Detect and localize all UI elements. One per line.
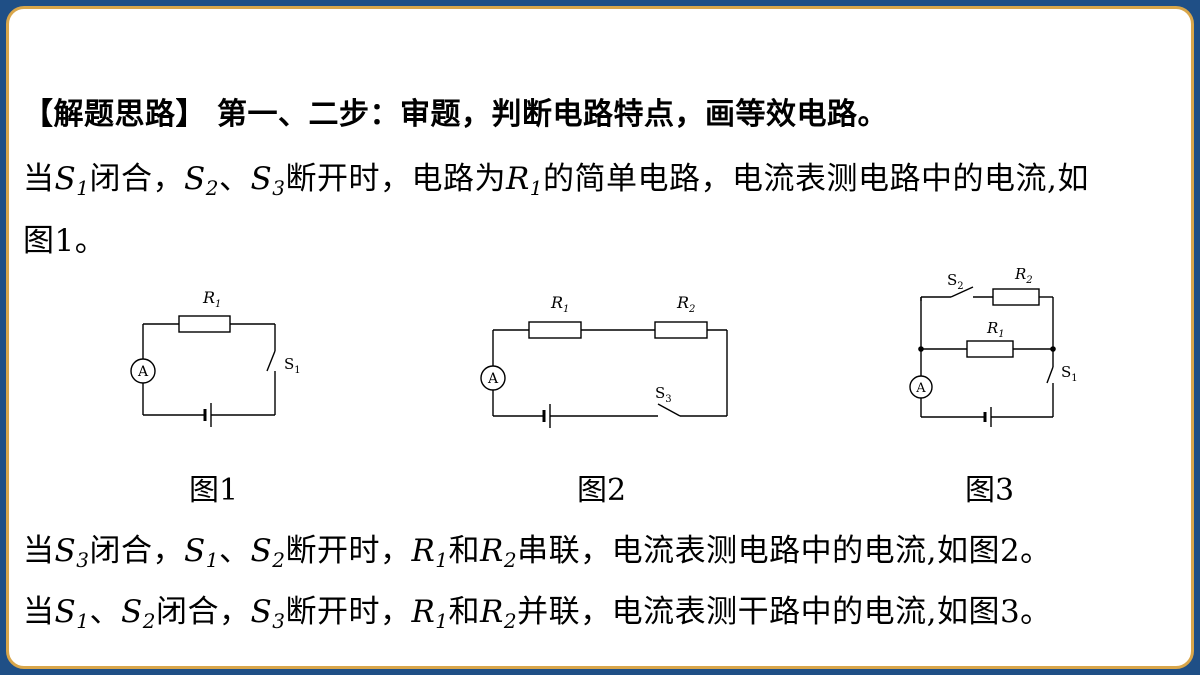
text: 、 — [218, 533, 251, 569]
resistor-r1 — [966, 340, 1014, 358]
text: 、 — [89, 594, 121, 630]
var-r2: R2 — [480, 594, 518, 633]
label-r1: R1 — [550, 293, 569, 315]
junction-left — [918, 346, 924, 352]
figure-1-caption: 图1 — [189, 473, 239, 508]
paragraph-3: 当S1、S2闭合，S3断开时，R1和R2并联，电流表测干路中的电流,如图3。 — [23, 586, 1052, 631]
text: 的简单电路，电流表测电路中的电流,如 — [543, 161, 1089, 197]
label-s1: S1 — [1061, 363, 1078, 384]
text: 当 — [23, 594, 55, 630]
ammeter-label: A — [915, 381, 926, 396]
ammeter-label: A — [487, 371, 499, 387]
label-r1: R1 — [202, 288, 221, 310]
resistor-r2 — [654, 321, 708, 339]
junction-right — [1050, 346, 1056, 352]
figure-2-caption: 图2 — [577, 473, 627, 508]
circuit-figure-3: A S2 R2 R1 S1 — [909, 265, 1078, 427]
text: 闭合， — [89, 533, 184, 569]
text: 当 — [23, 533, 55, 569]
text: 闭合， — [155, 594, 251, 630]
label-s3: S3 — [655, 384, 672, 405]
switch-s1 — [266, 350, 276, 372]
circuit-figure-1: A R1 S1 — [130, 288, 301, 427]
var-s1: S1 — [183, 533, 219, 572]
var-s3: S3 — [250, 161, 286, 200]
var-r1: R1 — [505, 161, 544, 200]
switch-s3 — [657, 403, 681, 417]
figure-3-caption: 图3 — [965, 473, 1015, 508]
resistor-r1 — [528, 321, 582, 339]
text: 和 — [448, 594, 481, 630]
text: 断开时， — [285, 594, 412, 630]
text: 断开时， — [285, 533, 412, 569]
resistor-r1 — [178, 315, 231, 333]
resistor-r2 — [992, 288, 1040, 306]
var-s3: S3 — [54, 533, 90, 572]
text: 断开时，电路为 — [285, 161, 506, 197]
text: 、 — [218, 161, 251, 197]
var-s3: S3 — [250, 594, 286, 633]
var-s1: S1 — [54, 161, 90, 200]
label-r2: R2 — [1014, 265, 1033, 286]
switch-s1 — [1046, 366, 1054, 384]
text: 和 — [448, 533, 481, 569]
circuit-figure-2: A R1 R2 S3 — [480, 293, 728, 428]
paragraph-2: 当S3闭合，S1、S2断开时，R1和R2串联，电流表测电路中的电流,如图2。 — [23, 525, 1052, 570]
switch-s2 — [950, 286, 974, 298]
label-r2: R2 — [676, 293, 695, 315]
text: 串联，电流表测电路中的电流,如图2。 — [517, 533, 1052, 569]
label-s2: S2 — [947, 271, 964, 292]
content-panel: 【解题思路】 第一、二步：审题，判断电路特点，画等效电路。 当S1闭合，S2、S… — [6, 6, 1194, 669]
var-s2: S2 — [120, 594, 156, 633]
paragraph-1: 当S1闭合，S2、S3断开时，电路为R1的简单电路，电流表测电路中的电流,如 — [23, 153, 1089, 198]
text: 闭合， — [89, 161, 184, 197]
var-s1: S1 — [54, 594, 90, 633]
ammeter-label: A — [137, 364, 149, 380]
paragraph-1-cont: 图1。 — [23, 223, 107, 259]
label-r1: R1 — [986, 319, 1005, 340]
label-s1: S1 — [284, 355, 301, 376]
var-r1: R1 — [411, 533, 449, 572]
var-s2: S2 — [250, 533, 286, 572]
text: 当 — [23, 161, 55, 197]
solution-heading: 【解题思路】 第一、二步：审题，判断电路特点，画等效电路。 — [23, 97, 888, 132]
var-r2: R2 — [480, 533, 518, 572]
var-s2: S2 — [183, 161, 219, 200]
var-r1: R1 — [411, 594, 449, 633]
text: 并联，电流表测干路中的电流,如图3。 — [517, 594, 1052, 630]
